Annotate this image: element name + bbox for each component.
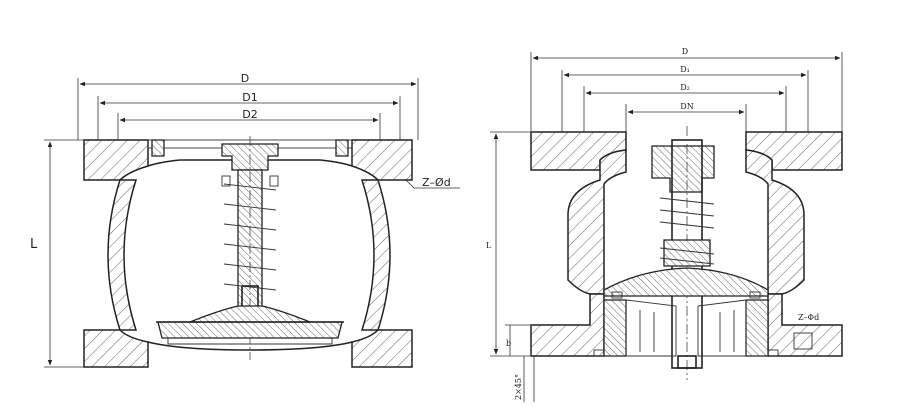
right-dim-d-label: D bbox=[682, 47, 688, 56]
left-stem-assembly bbox=[156, 136, 344, 360]
right-dim-d2-label: D₂ bbox=[680, 83, 690, 92]
right-dim-d1-label: D₁ bbox=[680, 65, 690, 74]
left-dim-length-label: L bbox=[30, 237, 38, 252]
right-valve-body bbox=[530, 131, 843, 357]
left-valve-body bbox=[83, 139, 413, 368]
left-dim-d2-label: D2 bbox=[242, 108, 257, 121]
left-valve-view: D D1 D2 L Z–Ød bbox=[30, 72, 460, 368]
right-stem-assembly bbox=[603, 126, 769, 380]
right-valve-view: D D₁ D₂ DN L b 2×45° Z–Φd bbox=[486, 47, 843, 402]
right-dim-dn-label: DN bbox=[680, 102, 693, 111]
right-dim-length-label: L bbox=[486, 241, 492, 250]
right-chamfer-label: 2×45° bbox=[514, 374, 523, 400]
left-dim-d-label: D bbox=[241, 72, 249, 85]
right-dim-b-label: b bbox=[506, 339, 511, 348]
right-bolt-hole-label: Z–Φd bbox=[798, 313, 819, 322]
left-dim-d1-label: D1 bbox=[242, 91, 257, 104]
left-bolt-hole-label: Z–Ød bbox=[422, 176, 451, 189]
